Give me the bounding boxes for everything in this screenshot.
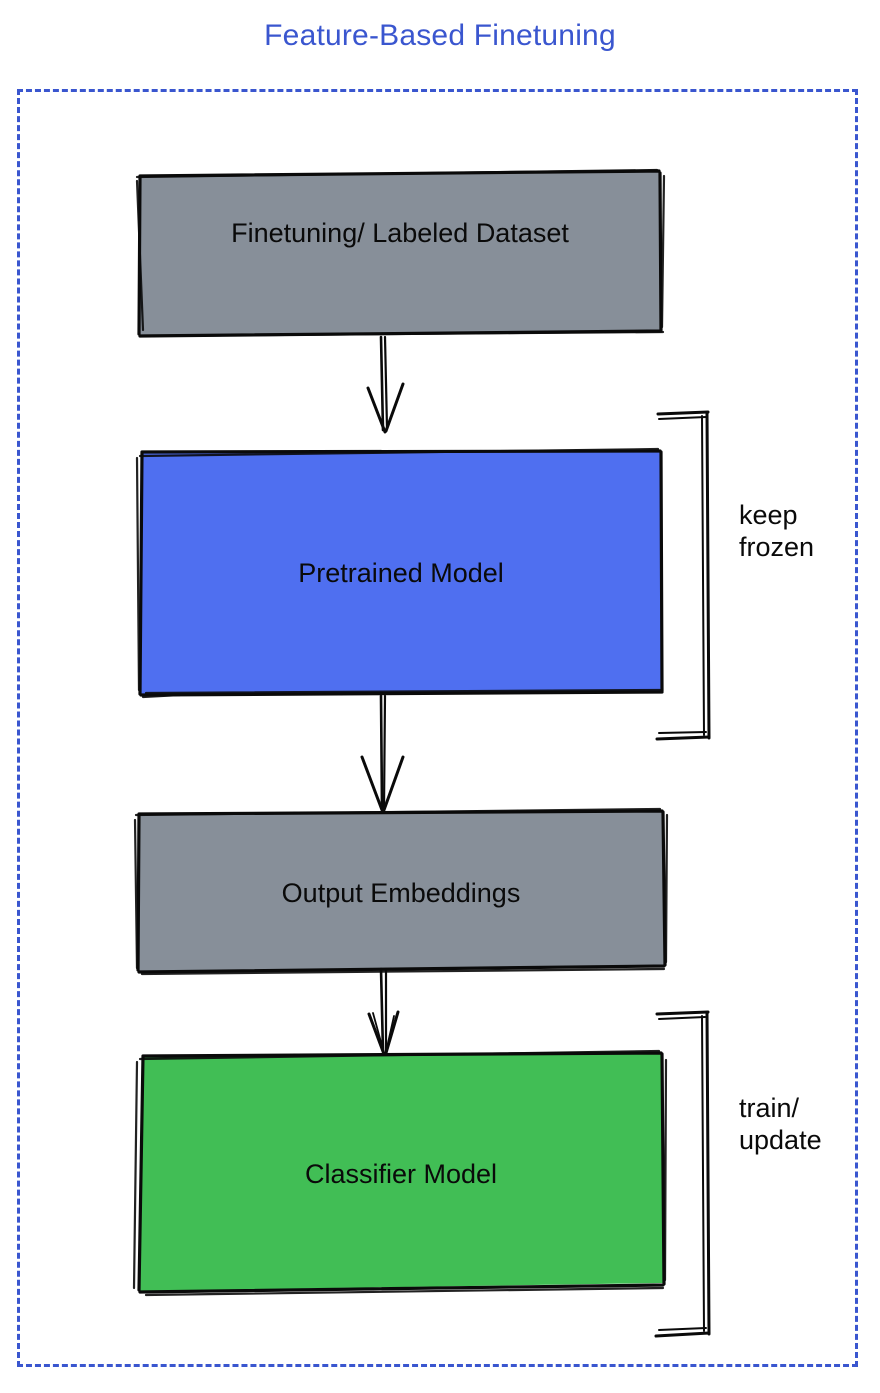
node-pretrained-model-label: Pretrained Model [298, 558, 504, 588]
node-classifier-model-label: Classifier Model [304, 1159, 498, 1189]
page-title: Feature-Based Finetuning [264, 19, 616, 52]
dashed-outer-frame [17, 89, 858, 1367]
node-dataset-label: Finetuning/ Labeled Dataset [231, 218, 569, 248]
node-output-embeddings-label: Output Embeddings [281, 878, 521, 908]
annotation-train-update-label: train/ update [739, 1093, 822, 1155]
annotation-keep-frozen-label: keep frozen [739, 500, 815, 562]
